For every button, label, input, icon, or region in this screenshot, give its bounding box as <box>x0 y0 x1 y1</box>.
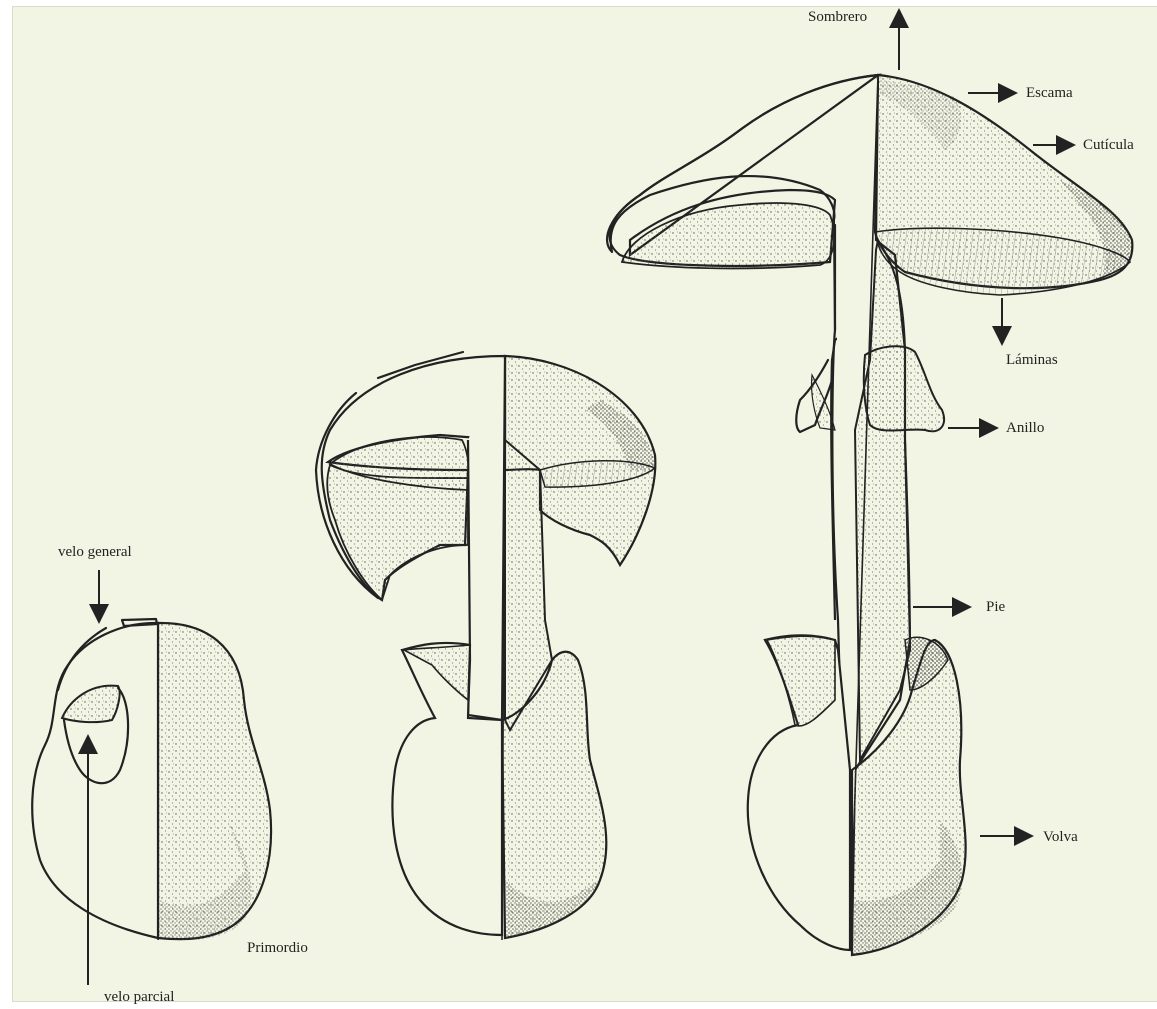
label-velo-general: velo general <box>58 544 132 560</box>
label-laminas: Láminas <box>1006 352 1058 368</box>
label-primordio: Primordio <box>247 940 308 956</box>
label-sombrero: Sombrero <box>808 9 867 25</box>
label-pie: Pie <box>986 599 1006 615</box>
label-velo-parcial: velo parcial <box>104 989 174 1005</box>
label-escama: Escama <box>1026 85 1073 101</box>
label-anillo: Anillo <box>1006 420 1044 436</box>
label-cuticula: Cutícula <box>1083 137 1134 153</box>
primordio-illustration <box>32 619 271 940</box>
label-volva: Volva <box>1043 829 1078 845</box>
